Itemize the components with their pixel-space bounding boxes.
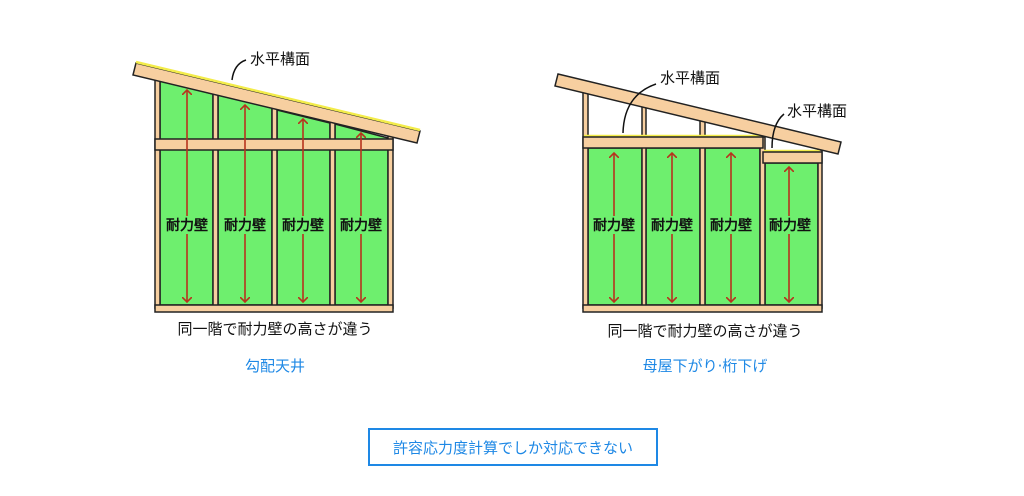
- wall-label: 耐力壁: [651, 217, 693, 234]
- lowered-beam: [762, 151, 823, 164]
- left-wall-labels: 耐力壁 耐力壁 耐力壁 耐力壁: [163, 216, 385, 234]
- horizontal-plane-label: 水平構面: [250, 50, 310, 68]
- wall-label: 耐力壁: [166, 217, 208, 234]
- post: [154, 77, 161, 309]
- horizontal-plane-label-2: 水平構面: [787, 102, 847, 120]
- wall-label: 耐力壁: [710, 217, 752, 234]
- right-wall-labels: 耐力壁 耐力壁 耐力壁 耐力壁: [590, 216, 814, 234]
- right-caption: 同一階で耐力壁の高さが違う: [607, 322, 802, 340]
- wall-label: 耐力壁: [224, 217, 266, 234]
- right-title: 母屋下がり·桁下げ: [643, 357, 768, 375]
- leader-line: [771, 113, 785, 149]
- horizontal-plane-highlight: [135, 60, 421, 132]
- right-diagram: 耐力壁 耐力壁 耐力壁 耐力壁 水平構面 水平構面 同一階で耐力壁の高さが違う …: [554, 69, 847, 375]
- wall-label: 耐力壁: [282, 217, 324, 234]
- stud: [212, 91, 219, 309]
- post: [582, 87, 589, 309]
- rafter: [554, 73, 842, 155]
- leader-line: [622, 83, 657, 134]
- stud: [641, 102, 647, 309]
- beam: [582, 136, 764, 149]
- wall-label: 耐力壁: [769, 217, 811, 234]
- left-diagram: 耐力壁 耐力壁 耐力壁 耐力壁 水平構面 同一階で耐力壁の高さが違う 勾配天井: [132, 50, 421, 375]
- sill: [154, 304, 394, 313]
- stud: [271, 105, 278, 309]
- left-caption: 同一階で耐力壁の高さが違う: [177, 320, 372, 338]
- post: [817, 149, 823, 309]
- sill: [582, 304, 823, 313]
- beam: [154, 138, 394, 151]
- wall-label: 耐力壁: [340, 217, 382, 234]
- leader-line: [231, 59, 247, 81]
- horizontal-plane-label-1: 水平構面: [660, 69, 720, 87]
- wall-label: 耐力壁: [593, 217, 635, 234]
- left-title: 勾配天井: [245, 357, 305, 375]
- post: [387, 135, 394, 309]
- note-box: 許容応力度計算でしか対応できない: [368, 428, 658, 466]
